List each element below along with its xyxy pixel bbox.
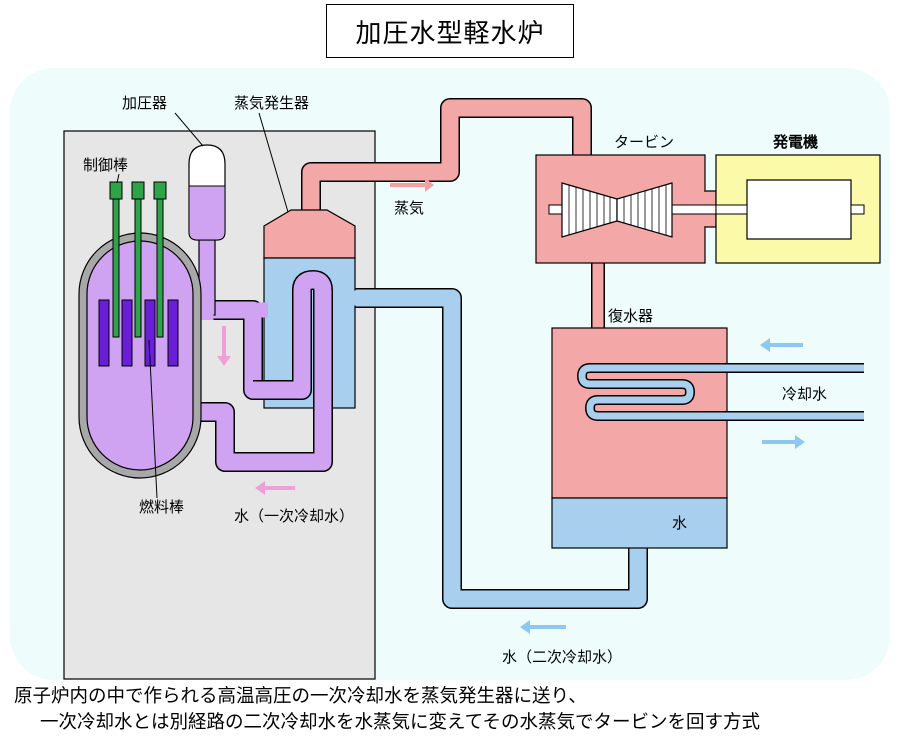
- steam-label: 蒸気: [394, 199, 424, 217]
- primary-flow-arrow: [255, 481, 295, 495]
- condenser: [551, 327, 864, 549]
- cooling-water-label: 冷却水: [782, 385, 827, 403]
- feedwater-pipe: [350, 288, 648, 609]
- steam-pipe: [301, 98, 605, 330]
- water-flow-arrow: [520, 620, 566, 634]
- pressurizer-label: 加圧器: [122, 94, 167, 112]
- pressurizer: [188, 144, 226, 241]
- steam-flow-arrow: [390, 178, 434, 192]
- fuel-rod: [121, 299, 133, 367]
- control-rod: [156, 198, 164, 338]
- steam-generator-label: 蒸気発生器: [234, 94, 309, 112]
- caption-line-1: 原子炉内の中で作られる高温高圧の一次冷却水を蒸気発生器に送り、: [14, 686, 587, 707]
- secondary-water-label: 水（二次冷却水）: [502, 648, 622, 666]
- reactor-vessel: [78, 232, 202, 479]
- leader-lines: [116, 112, 289, 499]
- turbine: [535, 154, 865, 264]
- control-rod-cap: [131, 181, 145, 200]
- control-rod-cap: [153, 181, 167, 200]
- fuel-rod-label: 燃料棒: [139, 498, 184, 516]
- flow-arrows: [217, 178, 805, 634]
- control-rod: [112, 198, 120, 338]
- condenser-label: 復水器: [608, 307, 653, 325]
- control-rod: [134, 198, 142, 338]
- cooling-out-arrow: [762, 435, 805, 449]
- turbine-label: タービン: [614, 133, 674, 151]
- control-rod-cap: [109, 181, 123, 200]
- page-title: 加圧水型軽水炉: [326, 4, 574, 58]
- fuel-rod: [167, 299, 179, 367]
- cooling-in-arrow: [760, 338, 803, 352]
- generator-label: 発電機: [772, 133, 818, 151]
- control-rod-label: 制御棒: [83, 156, 128, 174]
- caption: 原子炉内の中で作られる高温高圧の一次冷却水を蒸気発生器に送り、 一次冷却水とは別…: [0, 684, 900, 736]
- fuel-rod: [98, 299, 110, 367]
- primary-flow-arrow: [217, 326, 231, 366]
- caption-line-2: 一次冷却水とは別経路の二次冷却水を水蒸気に変えてその水蒸気でタービンを回す方式: [40, 712, 761, 733]
- steam-generator: [253, 209, 356, 412]
- generator: [715, 154, 881, 264]
- control-rods: [109, 181, 167, 338]
- primary-water-label: 水（一次冷却水）: [234, 507, 354, 525]
- condenser-water-label: 水: [672, 514, 687, 532]
